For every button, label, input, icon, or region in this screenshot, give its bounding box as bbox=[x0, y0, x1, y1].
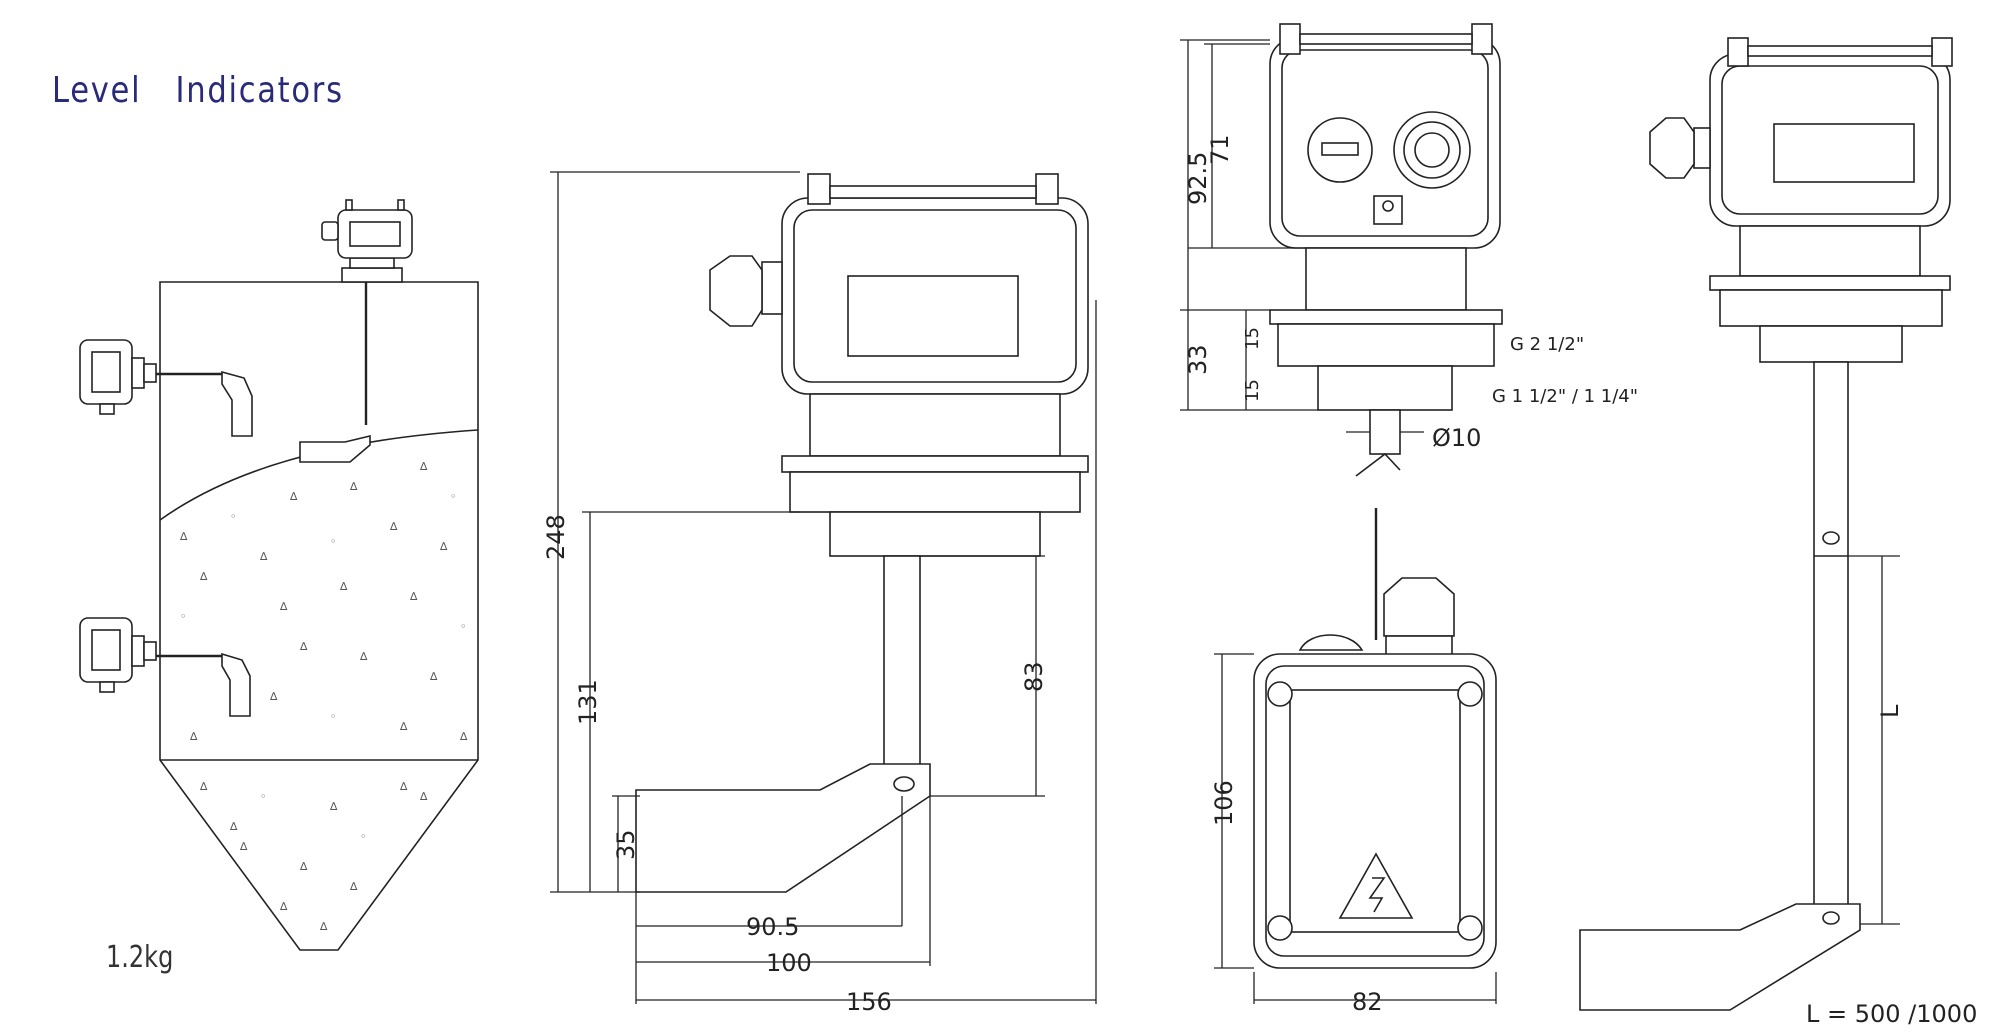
svg-text:∆: ∆ bbox=[179, 530, 188, 543]
svg-text:◦: ◦ bbox=[360, 830, 367, 843]
svg-text:∆: ∆ bbox=[319, 920, 328, 933]
weight-label: 1.2kg bbox=[106, 940, 174, 975]
svg-text:∆: ∆ bbox=[189, 730, 198, 743]
dim-248: 248 bbox=[542, 514, 570, 560]
svg-text:◦: ◦ bbox=[460, 620, 467, 633]
svg-text:∆: ∆ bbox=[199, 570, 208, 583]
svg-text:∆: ∆ bbox=[399, 720, 408, 733]
side-view-drawing: 92.5 71 33 15 15 G 2 1/2" G 1 1/2" / 1 1… bbox=[1180, 23, 1638, 477]
front-view-drawing: 248 131 35 83 90.5 100 156 bbox=[542, 171, 1097, 1016]
svg-text:∆: ∆ bbox=[339, 580, 348, 593]
dim-92-5: 92.5 bbox=[1184, 152, 1212, 205]
svg-text:∆: ∆ bbox=[289, 490, 298, 503]
dim-15-lower: 15 bbox=[1242, 379, 1263, 402]
dim-71: 71 bbox=[1206, 134, 1234, 165]
dim-82: 82 bbox=[1352, 988, 1383, 1016]
thread-g-1-1-2: G 1 1/2" / 1 1/4" bbox=[1492, 386, 1638, 407]
svg-text:◦: ◦ bbox=[180, 610, 187, 623]
thread-g-2-1-2: G 2 1/2" bbox=[1510, 334, 1584, 355]
svg-text:∆: ∆ bbox=[299, 860, 308, 873]
svg-text:∆: ∆ bbox=[419, 790, 428, 803]
svg-text:∆: ∆ bbox=[409, 590, 418, 603]
svg-text:∆: ∆ bbox=[229, 820, 238, 833]
long-version-drawing: L L = 500 /1000 bbox=[1579, 37, 1977, 1028]
page-title: Level Indicators bbox=[52, 70, 344, 111]
dim-156: 156 bbox=[846, 988, 892, 1016]
svg-text:∆: ∆ bbox=[329, 800, 338, 813]
svg-text:◦: ◦ bbox=[330, 710, 337, 723]
dim-106: 106 bbox=[1210, 780, 1238, 826]
svg-text:∆: ∆ bbox=[239, 840, 248, 853]
dim-15-upper: 15 bbox=[1242, 327, 1263, 350]
svg-text:∆: ∆ bbox=[349, 480, 358, 493]
svg-text:∆: ∆ bbox=[459, 730, 468, 743]
svg-text:∆: ∆ bbox=[429, 670, 438, 683]
svg-text:◦: ◦ bbox=[260, 790, 267, 803]
svg-text:∆: ∆ bbox=[279, 600, 288, 613]
svg-text:∆: ∆ bbox=[349, 880, 358, 893]
svg-text:∆: ∆ bbox=[279, 900, 288, 913]
svg-text:◦: ◦ bbox=[450, 490, 457, 503]
svg-text:∆: ∆ bbox=[199, 780, 208, 793]
dim-L-value: L = 500 /1000 bbox=[1806, 1000, 1977, 1028]
dim-33: 33 bbox=[1184, 344, 1212, 375]
svg-text:∆: ∆ bbox=[389, 520, 398, 533]
svg-text:◦: ◦ bbox=[330, 535, 337, 548]
svg-text:∆: ∆ bbox=[299, 640, 308, 653]
svg-text:◦: ◦ bbox=[230, 510, 237, 523]
svg-text:∆: ∆ bbox=[419, 460, 428, 473]
svg-text:∆: ∆ bbox=[359, 650, 368, 663]
tank-schematic: ∆◦∆∆∆◦ ∆∆◦∆∆◦ ∆∆∆◦∆∆ ∆∆◦∆∆∆ ∆◦∆∆∆∆ ◦∆∆∆∆… bbox=[79, 199, 479, 951]
dim-dia-10: Ø10 bbox=[1432, 424, 1481, 452]
svg-text:∆: ∆ bbox=[269, 690, 278, 703]
svg-text:∆: ∆ bbox=[259, 550, 268, 563]
dim-100: 100 bbox=[766, 949, 812, 977]
dim-L: L bbox=[1876, 704, 1904, 718]
dim-35: 35 bbox=[612, 829, 640, 860]
dim-131: 131 bbox=[574, 679, 602, 725]
svg-text:∆: ∆ bbox=[399, 780, 408, 793]
dim-90-5: 90.5 bbox=[746, 913, 799, 941]
top-view-drawing: 106 82 bbox=[1210, 508, 1497, 1016]
dim-83: 83 bbox=[1020, 661, 1048, 692]
svg-text:∆: ∆ bbox=[439, 540, 448, 553]
